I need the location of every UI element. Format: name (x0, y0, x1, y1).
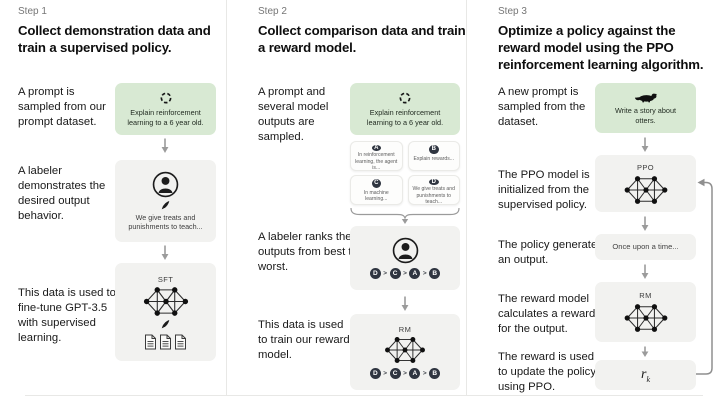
rank-letter: B (429, 368, 441, 379)
rank-letter: A (409, 268, 421, 279)
rank-separator: > (383, 370, 388, 377)
caption-reward-update: The reward is used to update the policy … (498, 351, 596, 394)
output-card-text: In reinforcement learning, the agent is.… (355, 152, 398, 172)
output-card-text: In machine learning... (363, 189, 389, 203)
rank-separator: > (403, 370, 407, 377)
caption-comparison-sampled: A prompt and several model outputs are s… (258, 86, 329, 144)
rm-label: RM (639, 291, 652, 300)
rank-letter: C (389, 368, 401, 379)
arrow-down-icon (641, 216, 649, 231)
neural-network-icon (624, 175, 668, 205)
output-card-d: D We give treats and punishments to teac… (407, 175, 460, 206)
pen-icon (160, 319, 171, 330)
output-card-text: Explain rewards... (413, 155, 454, 162)
rank-letter: C (389, 268, 401, 279)
ppo-model-box: PPO (595, 155, 696, 212)
rank-letter: B (429, 268, 441, 279)
sft-label: SFT (157, 274, 174, 284)
sft-model-box: SFT (115, 263, 216, 361)
output-card-text: We give treats and punishments to teach.… (412, 186, 455, 206)
otter-icon (634, 91, 658, 103)
rank-letter: A (409, 368, 421, 379)
prompt-box-text: Write a story about otters. (614, 106, 677, 125)
step-label: Step 3 (498, 6, 527, 17)
step-label: Step 1 (18, 6, 47, 17)
prompt-box-text: Explain reinforcement learning to a 6 ye… (127, 108, 204, 127)
neural-network-icon (624, 303, 668, 333)
arrow-down-icon (401, 296, 409, 311)
caption-labeler-demonstrates: A labeler demonstrates the desired outpu… (18, 165, 106, 223)
neural-network-icon (143, 286, 189, 317)
prompt-box: Write a story about otters. (595, 83, 696, 133)
rank-letter: D (369, 368, 381, 379)
output-letter-badge: A (371, 144, 381, 151)
column-divider (226, 0, 227, 396)
caption-new-prompt: A new prompt is sampled from the dataset… (498, 86, 586, 129)
output-card-b: B Explain rewards... (407, 141, 460, 171)
model-outputs-grid: A In reinforcement learning, the agent i… (350, 141, 460, 205)
rank-letter: D (369, 268, 381, 279)
ranking-row: D > C > A > B (369, 368, 441, 379)
caption-train-rm: This data is used to train our reward mo… (258, 319, 350, 362)
caption-ppo-init: The PPO model is initialized from the su… (498, 169, 590, 212)
arrow-down-icon (161, 138, 169, 153)
prompt-box-text: Explain reinforcement learning to a 6 ye… (366, 108, 444, 127)
rm-model-box: RM D > C > A > B (350, 314, 460, 390)
output-letter-badge: C (371, 178, 381, 188)
column-heading: Collect demonstration data and train a s… (18, 23, 211, 56)
caption-labeler-ranks: A labeler ranks the outputs from best to… (258, 231, 358, 274)
reward-value-box: rk (595, 360, 696, 390)
ranking-row: D > C > A > B (369, 268, 441, 279)
arrow-down-icon (641, 137, 649, 152)
step-label: Step 2 (258, 6, 287, 17)
rank-separator: > (403, 270, 407, 277)
caption-prompt-sampled: A prompt is sampled from our prompt data… (18, 86, 106, 129)
column-divider (466, 0, 467, 396)
prompt-box: Explain reinforcement learning to a 6 ye… (115, 83, 216, 135)
labeler-person-icon (152, 171, 179, 198)
column-heading: Optimize a policy against the reward mod… (498, 23, 704, 73)
generated-output-box: Once upon a time... (595, 234, 696, 260)
arrow-down-icon (161, 245, 169, 260)
arrow-down-icon (641, 346, 649, 357)
pen-icon (160, 200, 171, 211)
caption-finetune-sft: This data is used to fine-tune GPT-3.5 w… (18, 287, 116, 345)
caption-policy-output: The policy generates an output. (498, 239, 603, 267)
prompt-box: Explain reinforcement learning to a 6 ye… (350, 83, 460, 135)
output-card-a: A In reinforcement learning, the agent i… (350, 141, 403, 171)
labeler-box-text: We give treats and punishments to teach.… (128, 212, 203, 231)
column-heading: Collect comparison data and train a rewa… (258, 23, 466, 56)
bottom-rule (25, 395, 703, 396)
generated-output-text: Once upon a time... (612, 242, 679, 252)
sample-icon (159, 91, 173, 105)
ranking-labeler-box: D > C > A > B (350, 226, 460, 290)
rm-model-box: RM (595, 282, 696, 342)
labeler-box: We give treats and punishments to teach.… (115, 160, 216, 242)
rank-separator: > (383, 270, 388, 277)
caption-rm-reward: The reward model calculates a reward for… (498, 293, 596, 336)
rank-separator: > (422, 270, 427, 277)
reward-symbol: rk (640, 366, 650, 384)
feedback-loop-arrow-icon (696, 178, 713, 375)
sample-icon (398, 91, 412, 105)
documents-icon (144, 334, 187, 350)
output-card-c: C In machine learning... (350, 175, 403, 205)
output-letter-badge: D (429, 178, 439, 185)
neural-network-icon (384, 336, 426, 364)
arrow-down-icon (641, 264, 649, 279)
ppo-label: PPO (636, 162, 655, 172)
rank-separator: > (422, 370, 427, 377)
output-letter-badge: B (429, 144, 439, 154)
brace-arrow-icon (350, 207, 460, 224)
labeler-person-icon (392, 237, 419, 264)
rm-label: RM (398, 325, 412, 334)
